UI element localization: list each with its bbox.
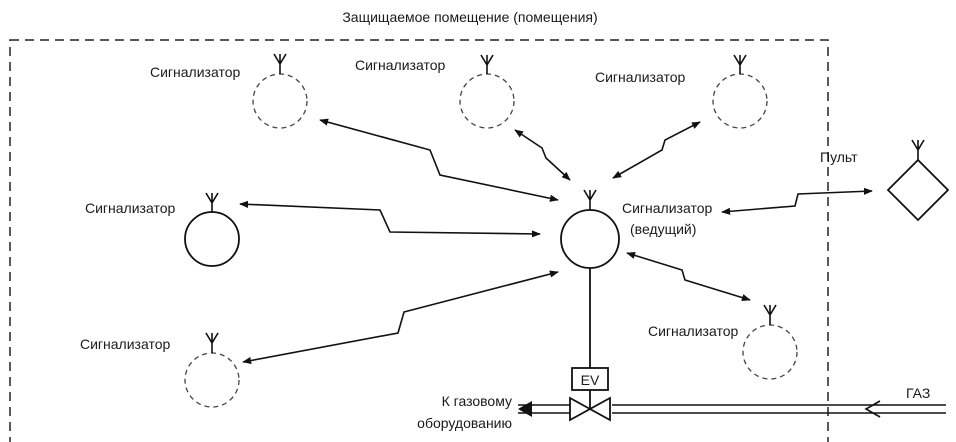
solenoid-valve-ev: EV	[571, 367, 609, 409]
antenna-icon	[480, 54, 494, 74]
svg-text:Сигнализатор: Сигнализатор	[85, 200, 175, 216]
radio-link-sensor-2	[514, 129, 571, 181]
console-diamond-icon	[886, 158, 950, 222]
equipment-label-1: К газовому	[442, 393, 512, 409]
svg-text:Сигнализатор: Сигнализатор	[150, 64, 240, 80]
antenna-icon	[763, 304, 777, 325]
sensor-4: Сигнализатор	[85, 192, 240, 267]
antenna-icon	[205, 332, 219, 353]
master-sensor: Сигнализатор (ведущий)	[560, 189, 712, 269]
radio-link-sensor-1	[319, 118, 559, 202]
antenna-icon	[583, 189, 597, 210]
console: Пульт	[820, 139, 950, 222]
valve-icon-right	[588, 396, 611, 422]
gas-label: ГАЗ	[906, 385, 930, 401]
valve-icon	[569, 396, 592, 422]
radio-links	[239, 118, 873, 365]
svg-text:EV: EV	[581, 372, 600, 388]
antenna-icon	[733, 54, 747, 74]
equipment-label-2: оборудованию	[417, 415, 512, 431]
gas-pipe	[518, 400, 946, 418]
sensor-1: Сигнализатор	[150, 53, 308, 129]
sensor-5: Сигнализатор	[80, 332, 240, 408]
sensor-2: Сигнализатор	[355, 54, 515, 129]
radio-link-console	[721, 187, 873, 215]
antenna-icon	[273, 53, 287, 74]
svg-text:Пульт: Пульт	[820, 149, 858, 165]
svg-text:Сигнализатор: Сигнализатор	[80, 336, 170, 352]
sensor-6: Сигнализатор	[648, 304, 798, 380]
svg-text:Сигнализатор: Сигнализатор	[595, 69, 685, 85]
room-title: Защищаемое помещение (помещения)	[342, 9, 597, 25]
gas-out-arrow-icon	[518, 401, 532, 417]
svg-text:Сигнализатор: Сигнализатор	[648, 323, 738, 339]
radio-link-sensor-5	[242, 270, 559, 365]
svg-text:Сигнализатор: Сигнализатор	[355, 57, 445, 73]
radio-link-sensor-3	[612, 121, 701, 179]
antenna-icon	[205, 192, 219, 212]
svg-text:Сигнализатор: Сигнализатор	[622, 200, 712, 216]
svg-text:(ведущий): (ведущий)	[630, 221, 696, 237]
sensor-3: Сигнализатор	[595, 54, 768, 129]
radio-link-sensor-4	[239, 200, 541, 238]
gas-flow-arrow-icon	[864, 400, 881, 418]
antenna-icon	[911, 139, 925, 160]
protected-room-boundary	[9, 39, 829, 442]
radio-link-sensor-6	[626, 251, 751, 302]
